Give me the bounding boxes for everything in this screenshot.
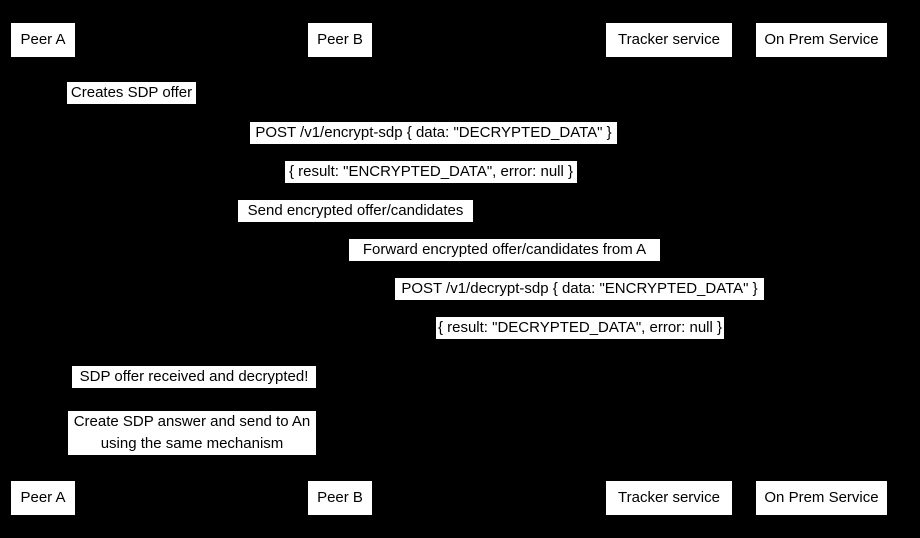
message-arrowhead-encrypt-sdp-request [812, 143, 821, 153]
participant-header-peer-a[interactable]: Peer A [10, 22, 76, 58]
message-arrowhead-create-sdp-answer [331, 454, 340, 464]
message-arrowhead-decrypt-sdp-response [340, 338, 349, 348]
message-line-create-sdp-answer [43, 458, 340, 459]
participant-label: Peer B [317, 31, 363, 48]
participant-footer-peer-a[interactable]: Peer A [10, 480, 76, 516]
participant-label: Peer B [317, 489, 363, 506]
participant-header-on-prem-service[interactable]: On Prem Service [755, 22, 888, 58]
message-arrowhead-encrypt-sdp-response [43, 182, 52, 192]
message-line-decrypt-sdp-response [340, 342, 821, 343]
message-arrowhead-decrypt-sdp-request [812, 299, 821, 309]
message-line-encrypt-sdp-response [43, 186, 821, 187]
participant-footer-on-prem-service[interactable]: On Prem Service [755, 480, 888, 516]
participant-header-peer-b[interactable]: Peer B [307, 22, 373, 58]
participant-header-tracker-service[interactable]: Tracker service [605, 22, 733, 58]
lifeline-tracker [669, 58, 670, 480]
participant-label: Peer A [20, 31, 66, 48]
message-arrowhead-creates-sdp-offer [43, 103, 52, 113]
participant-label: Peer A [20, 489, 66, 506]
participant-label: On Prem Service [764, 489, 879, 506]
participant-label: On Prem Service [764, 31, 879, 48]
message-label-sdp-offer-received: SDP offer received and decrypted! [72, 366, 316, 388]
message-label-decrypt-sdp-response: { result: "DECRYPTED_DATA", error: null … [436, 317, 724, 339]
message-label-forward-encrypted-offer: Forward encrypted offer/candidates from … [349, 239, 660, 261]
message-arrowhead-forward-encrypted-offer [340, 260, 349, 270]
message-label-encrypt-sdp-request: POST /v1/encrypt-sdp { data: "DECRYPTED_… [250, 122, 617, 144]
participant-label: Tracker service [618, 489, 720, 506]
message-line-encrypt-sdp-request [43, 147, 821, 148]
message-arrowhead-send-encrypted-offer [660, 221, 669, 231]
message-line-forward-encrypted-offer [340, 264, 669, 265]
participant-label: Tracker service [618, 31, 720, 48]
lifeline-peer-a [43, 58, 44, 480]
message-label-send-encrypted-offer: Send encrypted offer/candidates [238, 200, 473, 222]
message-line-decrypt-sdp-request [340, 303, 821, 304]
participant-footer-peer-b[interactable]: Peer B [307, 480, 373, 516]
message-label-create-sdp-answer: Create SDP answer and send to An using t… [68, 411, 316, 455]
participant-footer-tracker-service[interactable]: Tracker service [605, 480, 733, 516]
message-line-send-encrypted-offer [43, 225, 669, 226]
message-label-encrypt-sdp-response: { result: "ENCRYPTED_DATA", error: null … [285, 161, 577, 183]
message-label-creates-sdp-offer: Creates SDP offer [67, 82, 196, 104]
message-line-sdp-offer-received [43, 391, 340, 392]
lifeline-on-prem [821, 58, 822, 480]
message-arrowhead-sdp-offer-received [43, 387, 52, 397]
message-label-decrypt-sdp-request: POST /v1/decrypt-sdp { data: "ENCRYPTED_… [395, 278, 764, 300]
